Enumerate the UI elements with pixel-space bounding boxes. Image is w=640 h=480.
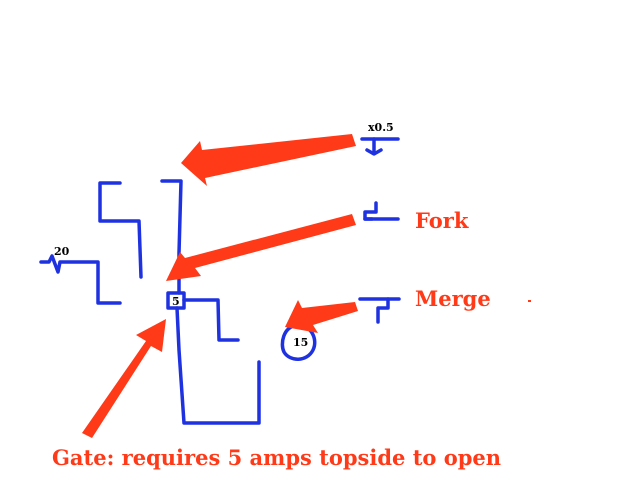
stray-mark [528,300,531,302]
fork-label: Fork [415,208,469,233]
merge-symbol [358,297,401,324]
arrow-to-merge [285,300,358,333]
gate-caption: Gate: requires 5 amps topside to open [52,445,501,470]
multiplier-label: x0.5 [368,121,394,134]
multiplier-symbol: x0.5 [360,121,400,156]
arrow-to-gate [82,319,166,438]
loop-value-label: 15 [293,336,308,349]
arrow-to-multiplier [181,134,356,186]
merge-label: Merge [415,286,491,311]
gate-value-label: 5 [172,295,180,308]
fork-symbol [363,201,400,221]
arrow-to-fork [166,214,356,281]
source-value-label: 20 [54,245,70,258]
circuit-wires [39,179,317,425]
